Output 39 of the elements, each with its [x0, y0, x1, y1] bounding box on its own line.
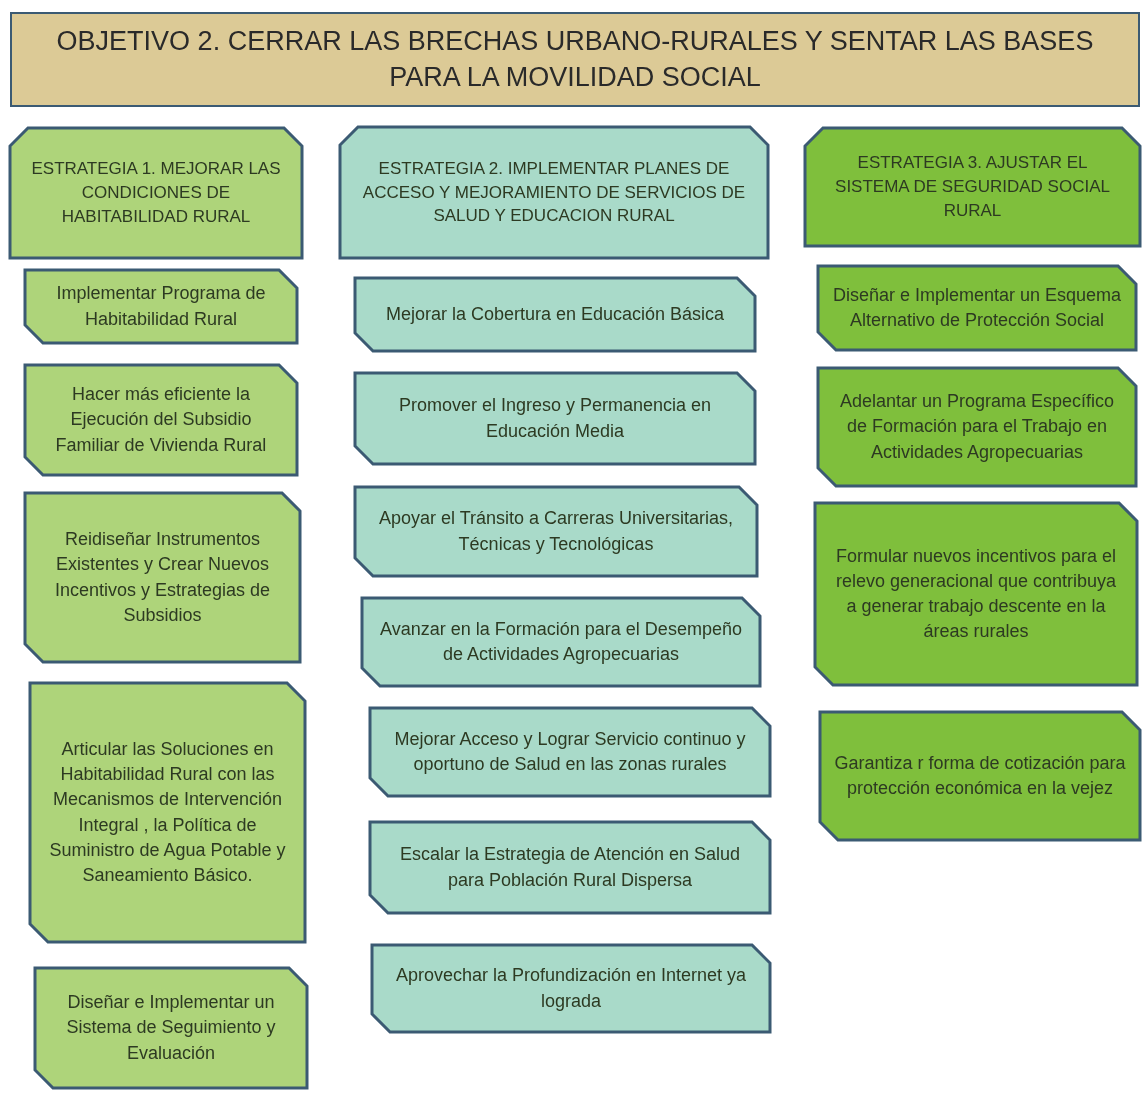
action-text: Escalar la Estrategia de Atención en Salud para Población Rural Dispersa: [398, 843, 742, 892]
action-text: Diseñar e Implementar un Esquema Alternativo de Protección Social: [832, 283, 1122, 332]
action-box: [30, 683, 305, 942]
action-box: [372, 945, 770, 1032]
action-text: Garantiza r forma de cotización para protección económica en la vejez: [834, 751, 1126, 800]
action-text: Hacer más eficiente la Ejecución del Subsidio Familiar de Vivienda Rural: [54, 383, 268, 457]
strategy-heading: ESTRATEGIA 2. IMPLEMENTAR PLANES DE ACCESO Y MEJORAMIENTO DE SERVICIOS DE SALUD Y EDUCACION RURAL: [361, 157, 747, 228]
objective-banner: OBJETIVO 2. CERRAR LAS BRECHAS URBANO-RURALES Y SENTAR LAS BASES PARA LA MOVILIDAD SOCIAL: [10, 12, 1140, 107]
strategy-heading: ESTRATEGIA 3. AJUSTAR EL SISTEMA DE SEGURIDAD SOCIAL RURAL: [834, 152, 1111, 222]
strategy-box: [340, 127, 768, 258]
action-box: [25, 365, 297, 475]
action-box: [355, 373, 755, 464]
action-text: Implementar Programa de Habitabilidad Rural: [55, 282, 267, 331]
action-text: Promover el Ingreso y Permanencia en Educación Media: [397, 394, 713, 443]
action-text: Aprovechar la Profundización en Internet ya lograda: [394, 964, 748, 1013]
strategy-box: [805, 128, 1140, 246]
action-text: Adelantar un Programa Específico de Formación para el Trabajo en Actividades Agropecuarias: [838, 390, 1116, 464]
action-text: Reidiseñar Instrumentos Existentes y Crear Nuevos Incentivos y Estrategias de Subsidios: [53, 528, 272, 627]
strategy-box: [10, 128, 302, 258]
action-box: [820, 712, 1140, 840]
action-text: Mejorar la Cobertura en Educación Básica: [385, 302, 725, 326]
action-box: [355, 278, 755, 351]
action-box: [370, 822, 770, 913]
action-box: [355, 487, 757, 576]
action-text: Avanzar en la Formación para el Desempeño de Actividades Agropecuarias: [379, 617, 743, 666]
action-text: Articular las Soluciones en Habitabilidad Rural con las Mecanismos de Intervención Integral , la Política de Suministro de Agua Potable y Saneamiento Básico.: [48, 737, 287, 887]
action-box: [370, 708, 770, 796]
action-text: Mejorar Acceso y Lograr Servicio continuo y oportuno de Salud en las zonas rurales: [393, 727, 747, 776]
action-box: [25, 270, 297, 343]
action-box: [35, 968, 307, 1088]
action-text: Diseñar e Implementar un Sistema de Seguimiento y Evaluación: [65, 991, 277, 1065]
action-box: [818, 266, 1136, 350]
strategy-heading: ESTRATEGIA 1. MEJORAR LAS CONDICIONES DE HABITABILIDAD RURAL: [30, 158, 282, 228]
action-box: [818, 368, 1136, 486]
action-text: Formular nuevos incentivos para el relevo generacional que contribuya a generar trabajo descente en la áreas rurales: [834, 544, 1118, 644]
action-box: [362, 598, 760, 686]
action-box: [25, 493, 300, 662]
action-box: [815, 503, 1137, 685]
action-text: Apoyar el Tránsito a Carreras Universitarias, Técnicas y Tecnológicas: [377, 507, 735, 556]
